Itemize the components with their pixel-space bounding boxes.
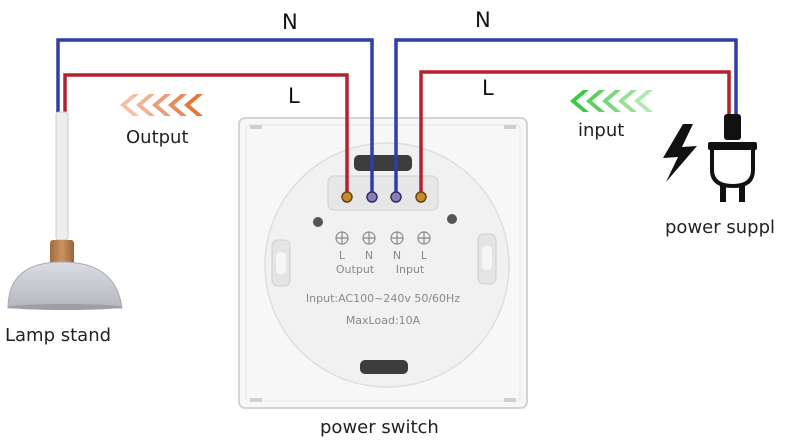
terminal-label-4: L — [421, 249, 428, 262]
lamp-icon — [7, 111, 123, 310]
live-wire-left — [63, 73, 349, 195]
neutral-label-right: N — [475, 8, 491, 32]
terminal-label-1: L — [339, 249, 346, 262]
switch-plate — [238, 117, 528, 409]
output-arrows — [120, 94, 203, 116]
input-label: input — [578, 120, 625, 141]
live-label-right: L — [482, 76, 494, 100]
switch-rating: Input:AC100~240v 50/60Hz — [306, 292, 460, 305]
plug-icon — [708, 114, 757, 202]
neutral-label-left: N — [282, 10, 298, 34]
live-wire-right — [419, 70, 731, 195]
switch-max-load: MaxLoad:10A — [346, 314, 421, 327]
neutral-wire-right — [394, 38, 738, 195]
terminal-labels: L N N L Output Input Input:AC100~240v 50… — [306, 249, 460, 327]
terminal-label-2: N — [365, 249, 373, 262]
lightning-icon — [663, 124, 697, 182]
output-label: Output — [126, 127, 189, 148]
live-label-left: L — [288, 84, 300, 108]
neutral-wire-left — [56, 38, 374, 195]
terminal-group-output: Output — [336, 263, 375, 276]
supply-label: power suppl — [665, 217, 775, 238]
switch-label: power switch — [320, 417, 439, 438]
terminal-group-input: Input — [396, 263, 425, 276]
terminal-screws — [341, 191, 427, 203]
terminal-label-3: N — [393, 249, 401, 262]
lamp-label: Lamp stand — [5, 325, 112, 346]
input-arrows — [570, 90, 653, 112]
